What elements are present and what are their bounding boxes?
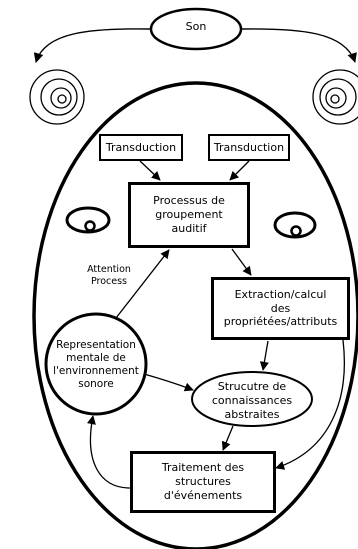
representation-circle <box>44 312 148 416</box>
right-ear-spiral-icon <box>312 69 358 125</box>
left-eye-icon <box>65 206 111 234</box>
sound-to-left-ear-arrow <box>33 28 152 63</box>
representation-to-structure-arrow <box>143 373 194 392</box>
transduction-right-label: Transduction <box>213 141 285 154</box>
representation-label: Representation mentale de l'environnemen… <box>53 339 139 391</box>
transduction-left-to-grouping-arrow <box>139 160 161 181</box>
transduction-right-box: Transduction <box>208 134 290 161</box>
right-eye-icon <box>273 211 317 239</box>
extraction-label: Extraction/calcul des propriétées/attrib… <box>223 287 338 329</box>
event-processing-label: Traitement des structures d'événements <box>161 461 245 502</box>
sound-to-right-ear-arrow <box>240 28 357 63</box>
transduction-right-to-grouping-arrow <box>229 160 250 181</box>
transduction-left-label: Transduction <box>105 141 177 154</box>
extraction-to-events-arrow <box>275 339 345 470</box>
grouping-process-box: Processus de groupement auditif <box>128 182 250 248</box>
sound-label: Son <box>185 20 207 33</box>
structure-to-events-arrow <box>221 425 234 451</box>
structure-ellipse <box>191 371 313 427</box>
representation-to-grouping-arrow <box>115 249 170 319</box>
grouping-process-label: Processus de groupement auditif <box>153 194 225 235</box>
event-processing-box: Traitement des structures d'événements <box>130 451 276 513</box>
attention-process-label: Attention Process <box>87 264 131 287</box>
knowledge-structure-label: Strucutre de connaissances abstraites <box>211 380 293 421</box>
events-to-representation-arrow <box>86 415 131 489</box>
transduction-left-box: Transduction <box>99 134 183 161</box>
extraction-to-structure-arrow <box>259 340 269 371</box>
left-ear-spiral-icon <box>29 69 85 125</box>
grouping-to-extraction-arrow <box>231 248 252 276</box>
extraction-box: Extraction/calcul des propriétées/attrib… <box>211 277 350 340</box>
head-outline <box>32 81 358 549</box>
